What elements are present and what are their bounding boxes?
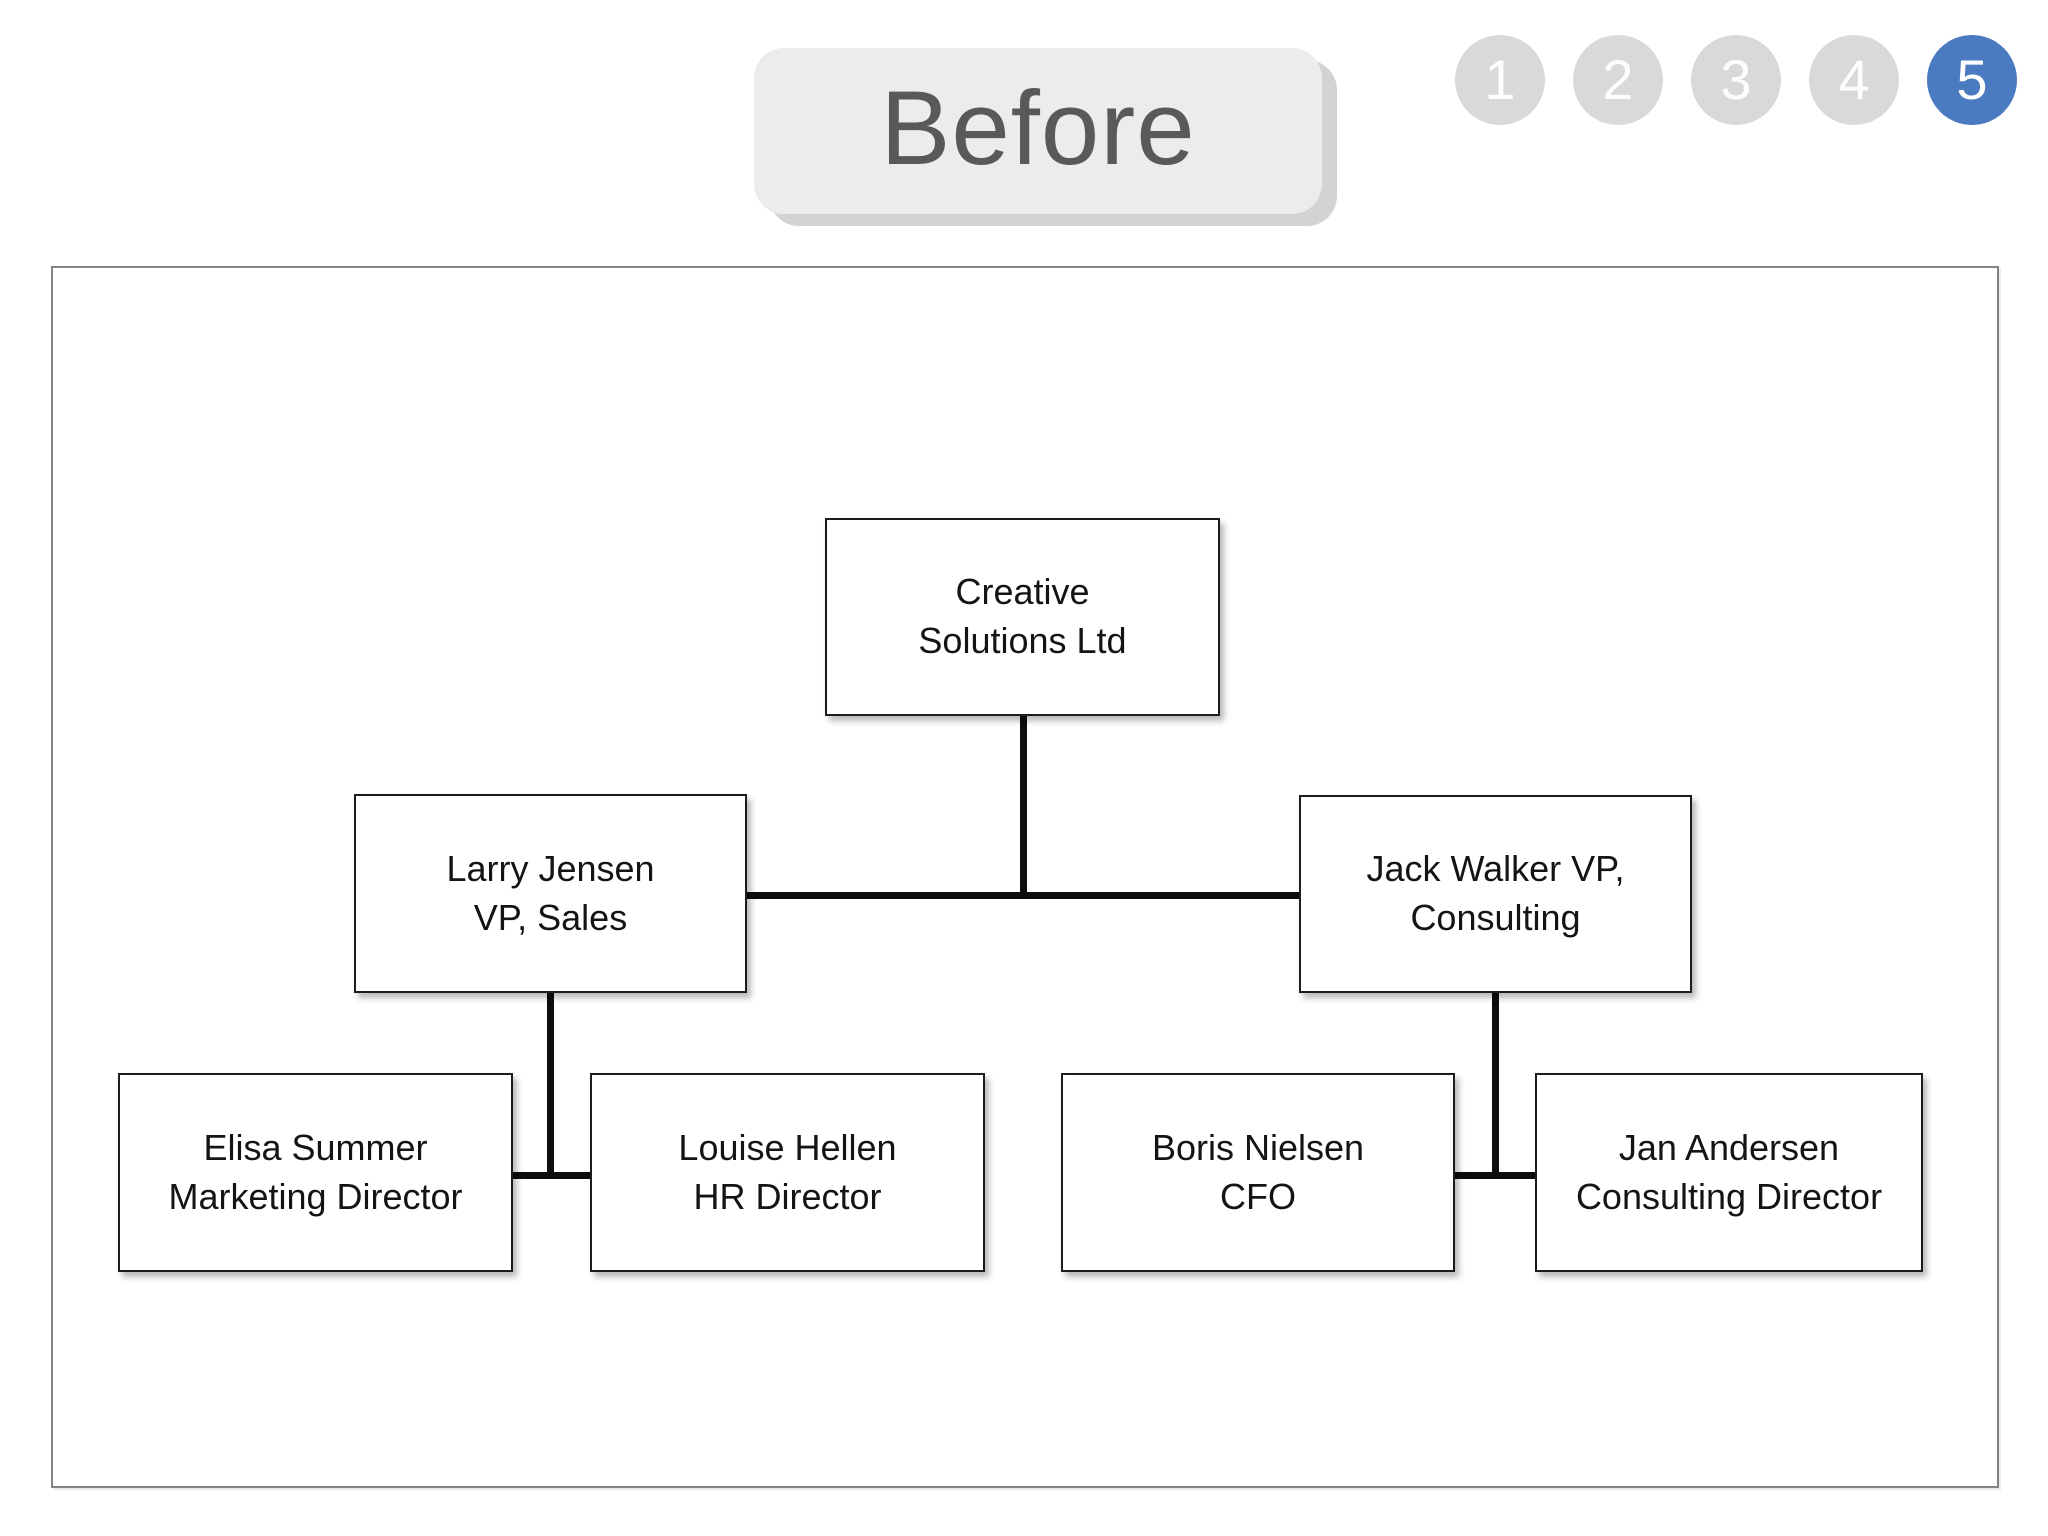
connector-sales-vertical — [547, 993, 554, 1179]
step-indicator-1[interactable]: 1 — [1455, 35, 1545, 125]
connector-consulting-horizontal — [1455, 1172, 1535, 1179]
before-button-label: Before — [880, 69, 1196, 187]
step-indicator-2[interactable]: 2 — [1573, 35, 1663, 125]
org-node-cfo: Boris Nielsen CFO — [1061, 1073, 1455, 1272]
org-node-label-line1: Creative — [955, 571, 1090, 613]
org-node-label-line1: Elisa Summer — [203, 1126, 428, 1168]
org-node-label-line2: CFO — [1220, 1175, 1296, 1217]
org-node-label-line1: Jan Andersen — [1618, 1126, 1840, 1168]
org-node-label-line1: Louise Hellen — [678, 1126, 897, 1168]
org-node-label-line1: Jack Walker VP, — [1366, 848, 1625, 890]
step-indicator-4[interactable]: 4 — [1809, 35, 1899, 125]
org-node-label-line2: Solutions Ltd — [918, 620, 1127, 661]
connector-root-horizontal — [747, 892, 1299, 899]
org-node-label-line2: Marketing Director — [168, 1175, 463, 1217]
step-indicator-5-active[interactable]: 5 — [1927, 35, 2017, 125]
org-node-label-line1: Larry Jensen — [446, 847, 655, 889]
org-node-label-line2: HR Director — [693, 1175, 882, 1217]
connector-root-vertical — [1020, 716, 1027, 899]
connector-consulting-vertical — [1492, 993, 1499, 1179]
org-node-hr-director: Louise Hellen HR Director — [590, 1073, 985, 1272]
org-node-company-root: Creative Solutions Ltd — [825, 518, 1220, 716]
org-node-label-line2: Consulting Director — [1575, 1175, 1883, 1217]
org-node-label-line2: VP, Sales — [473, 896, 628, 938]
org-node-vp-sales: Larry Jensen VP, Sales — [354, 794, 747, 993]
connector-sales-horizontal — [513, 1172, 590, 1179]
step-pager: 1 2 3 4 5 — [1455, 35, 2017, 125]
step-indicator-3[interactable]: 3 — [1691, 35, 1781, 125]
org-node-label-line1: Boris Nielsen — [1151, 1126, 1365, 1168]
before-button[interactable]: Before — [754, 48, 1322, 214]
org-node-label-line2: Consulting — [1410, 897, 1581, 938]
org-node-marketing-director: Elisa Summer Marketing Director — [118, 1073, 513, 1272]
org-node-consulting-director: Jan Andersen Consulting Director — [1535, 1073, 1923, 1272]
org-node-vp-consulting: Jack Walker VP, Consulting — [1299, 795, 1692, 993]
